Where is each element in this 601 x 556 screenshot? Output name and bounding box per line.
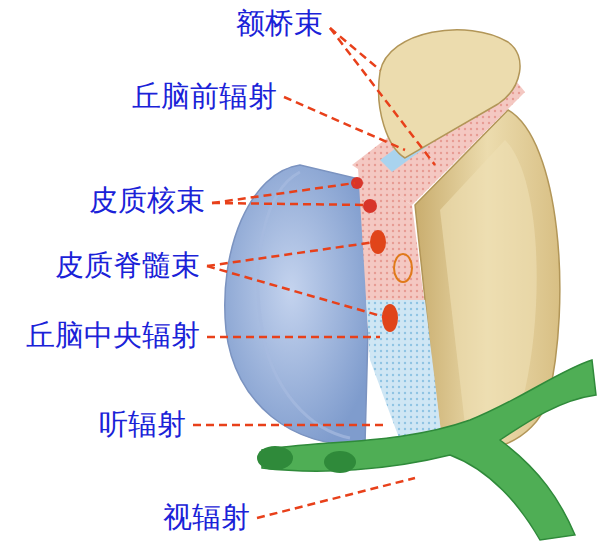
structure-label: 皮质脊髓束: [55, 250, 200, 282]
structure-label: 丘脑中央辐射: [26, 320, 200, 352]
medial-geniculate: [324, 451, 356, 473]
structure-label: 听辐射: [99, 409, 186, 441]
caudate-head: [379, 30, 520, 158]
posterior-limb: [358, 168, 442, 446]
tract-dot: [363, 199, 377, 213]
tract-dot: [370, 230, 386, 254]
structure-label: 皮质核束: [89, 185, 205, 217]
structure-label: 丘脑前辐射: [132, 81, 277, 113]
lateral-geniculate: [257, 446, 293, 470]
tract-dot: [351, 177, 363, 189]
thalamus: [225, 165, 372, 445]
tract-ring: [394, 254, 412, 282]
structure-label: 额桥束: [236, 8, 323, 40]
optic-radiation: [262, 360, 596, 540]
structure-label: 视辐射: [163, 502, 250, 534]
